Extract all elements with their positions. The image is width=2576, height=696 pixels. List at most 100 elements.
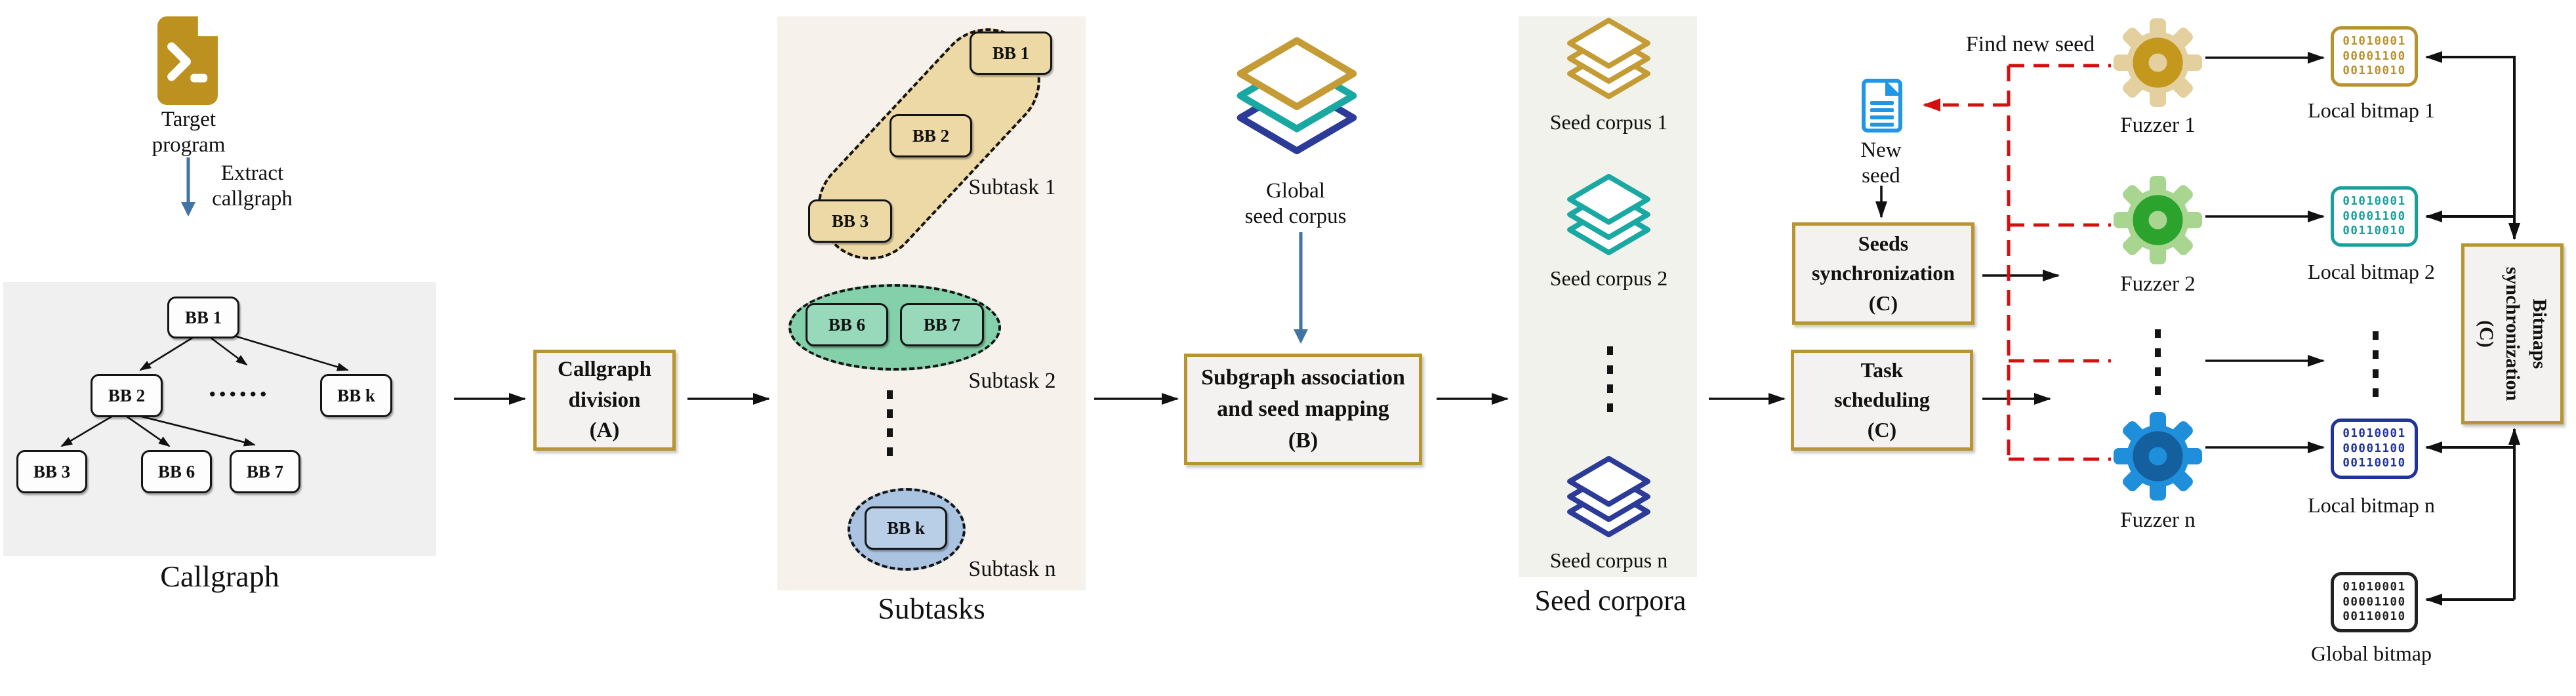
global-bitmap-label: Global bitmap [2311, 642, 2432, 665]
global-seed-corpus-label: Global seed corpus [1214, 178, 1378, 230]
new-seed-label: New seed [1837, 138, 1925, 189]
subtask1-label: Subtask 1 [968, 175, 1056, 199]
box-b-line3: (B) [1288, 428, 1319, 453]
local-bitmap-n-label: Local bitmap n [2308, 493, 2435, 517]
fuzzer-n-gear-icon [2114, 412, 2202, 501]
find-new-seed-label: Find new seed [1965, 32, 2095, 56]
subtask2-label: Subtask 2 [968, 369, 1056, 393]
global-corpus-line2: seed corpus [1244, 204, 1347, 228]
bitmap-vertical-ellipsis [2373, 331, 2379, 400]
seed-corpus-2-icon [1561, 168, 1656, 263]
fuzzer-n-label: Fuzzer n [2120, 508, 2196, 532]
bitmaps-sync-line1: Bitmaps [2528, 298, 2550, 369]
s1-bb1-label: BB 1 [992, 43, 1030, 63]
local-bitmap-1-box: 01010001 00001100 00110010 [2331, 26, 2418, 87]
extract-line2: callgraph [212, 186, 293, 211]
subtasks-caption: Subtasks [878, 592, 985, 625]
globalbitmap-row2: 00001100 [2342, 595, 2406, 609]
box-a-line2: division [568, 388, 641, 412]
s2-bb7-label: BB 7 [923, 314, 961, 335]
callgraph-node-bb2: BB 2 [91, 374, 163, 417]
bitmapn-row1: 01010001 [2342, 426, 2406, 440]
subtaskn-label: Subtask n [968, 557, 1056, 581]
subtask2-node-bb6: BB 6 [806, 303, 888, 346]
fuzzer-1-gear-icon [2114, 18, 2202, 107]
extract-callgraph-label: Extract callgraph [198, 161, 306, 212]
box-a-line3: (A) [589, 419, 620, 443]
bitmaps-sync-rotated-text: Bitmaps synchronization (C) [2472, 249, 2552, 419]
bitmapn-row2: 00001100 [2342, 441, 2406, 455]
extract-line1: Extract [220, 161, 284, 185]
bb2-label: BB 2 [108, 385, 146, 405]
bitmap1-row3: 00110010 [2342, 64, 2406, 78]
global-bitmap-box: 01010001 00001100 00110010 [2331, 572, 2418, 632]
subtask1-node-bb1: BB 1 [970, 31, 1052, 75]
bb3-label: BB 3 [33, 461, 71, 481]
globalbitmap-row1: 01010001 [2342, 580, 2406, 594]
subtasks-vertical-ellipsis [887, 390, 893, 466]
global-seed-corpus-icon [1237, 37, 1357, 155]
bb6-label: BB 6 [157, 461, 195, 481]
bitmap2-row1: 01010001 [2342, 194, 2406, 208]
sn-bbk-label: BB k [887, 518, 925, 538]
callgraph-node-bb6: BB 6 [141, 450, 212, 493]
callgraph-node-bb7: BB 7 [230, 450, 300, 493]
local-bitmap-2-box: 01010001 00001100 00110010 [2331, 186, 2418, 247]
bitmap1-row1: 01010001 [2342, 34, 2406, 48]
callgraph-node-bb3: BB 3 [16, 450, 87, 493]
callgraph-division-box: Callgraph division (A) [533, 350, 676, 451]
seed-corpus-2-label: Seed corpus 2 [1549, 266, 1668, 290]
bb7-label: BB 7 [246, 461, 284, 481]
bb1-label: BB 1 [184, 307, 222, 327]
bitmapn-row3: 00110010 [2342, 457, 2406, 470]
seeds-synchronization-box: Seeds synchronization (C) [1792, 222, 1974, 325]
s1-bb2-label: BB 2 [912, 125, 950, 146]
new-seed-icon [1862, 79, 1902, 133]
fuzzer-2-label: Fuzzer 2 [2120, 272, 2196, 296]
callgraph-caption: Callgraph [160, 560, 279, 593]
s1-bb3-label: BB 3 [831, 211, 869, 231]
bbk-label: BB k [337, 385, 375, 405]
bitmap2-row2: 00001100 [2342, 209, 2406, 223]
task-sched-line3: (C) [1867, 417, 1897, 441]
seed-corpus-n-label: Seed corpus n [1549, 548, 1668, 572]
new-seed-line1: New [1860, 138, 1902, 162]
box-a-line1: Callgraph [557, 357, 652, 381]
box-b-line1: Subgraph association [1201, 365, 1405, 390]
bitmaps-sync-line3: (C) [2475, 320, 2497, 348]
seeds-sync-line3: (C) [1868, 291, 1898, 315]
task-sched-line1: Task [1860, 358, 1904, 382]
subgraph-association-box: Subgraph association and seed mapping (B… [1184, 354, 1422, 465]
bitmap2-row3: 00110010 [2342, 224, 2406, 238]
callgraph-node-bb1: BB 1 [167, 297, 239, 338]
seed-corpus-1-icon [1561, 12, 1656, 107]
fuzzer-2-gear-icon [2114, 176, 2202, 264]
local-bitmap-1-label: Local bitmap 1 [2308, 98, 2435, 122]
callgraph-ellipsis: ...... [209, 369, 270, 403]
subtask1-node-bb3: BB 3 [808, 199, 892, 243]
target-label-line1: Target [161, 108, 216, 131]
fuzzer-vertical-ellipsis [2155, 329, 2161, 398]
bitmaps-sync-line2: synchronization [2502, 266, 2524, 401]
bitmaps-synchronization-box: Bitmaps synchronization (C) [2461, 243, 2564, 424]
callgraph-node-bbk: BB k [320, 374, 392, 417]
globalbitmap-row3: 00110010 [2342, 610, 2406, 624]
subtask1-node-bb2: BB 2 [889, 114, 972, 157]
s2-bb6-label: BB 6 [828, 314, 866, 335]
box-b-line2: and seed mapping [1217, 396, 1389, 421]
target-label-line2: program [152, 133, 226, 157]
seed-corpus-1-label: Seed corpus 1 [1549, 110, 1668, 134]
seed-corpora-vertical-ellipsis [1607, 346, 1613, 420]
seed-corpus-n-icon [1561, 450, 1656, 545]
new-seed-line2: seed [1862, 163, 1900, 188]
target-program-label: Target program [125, 107, 253, 158]
fuzzer-1-label: Fuzzer 1 [2120, 113, 2196, 137]
global-corpus-line1: Global [1266, 179, 1325, 203]
task-sched-line2: scheduling [1834, 388, 1930, 412]
seed-corpora-caption: Seed corpora [1534, 584, 1687, 617]
seeds-sync-line2: synchronization [1811, 261, 1955, 285]
task-scheduling-box: Task scheduling (C) [1791, 350, 1973, 451]
bitmap1-row2: 00001100 [2342, 49, 2406, 63]
local-bitmap-n-box: 01010001 00001100 00110010 [2331, 419, 2418, 479]
